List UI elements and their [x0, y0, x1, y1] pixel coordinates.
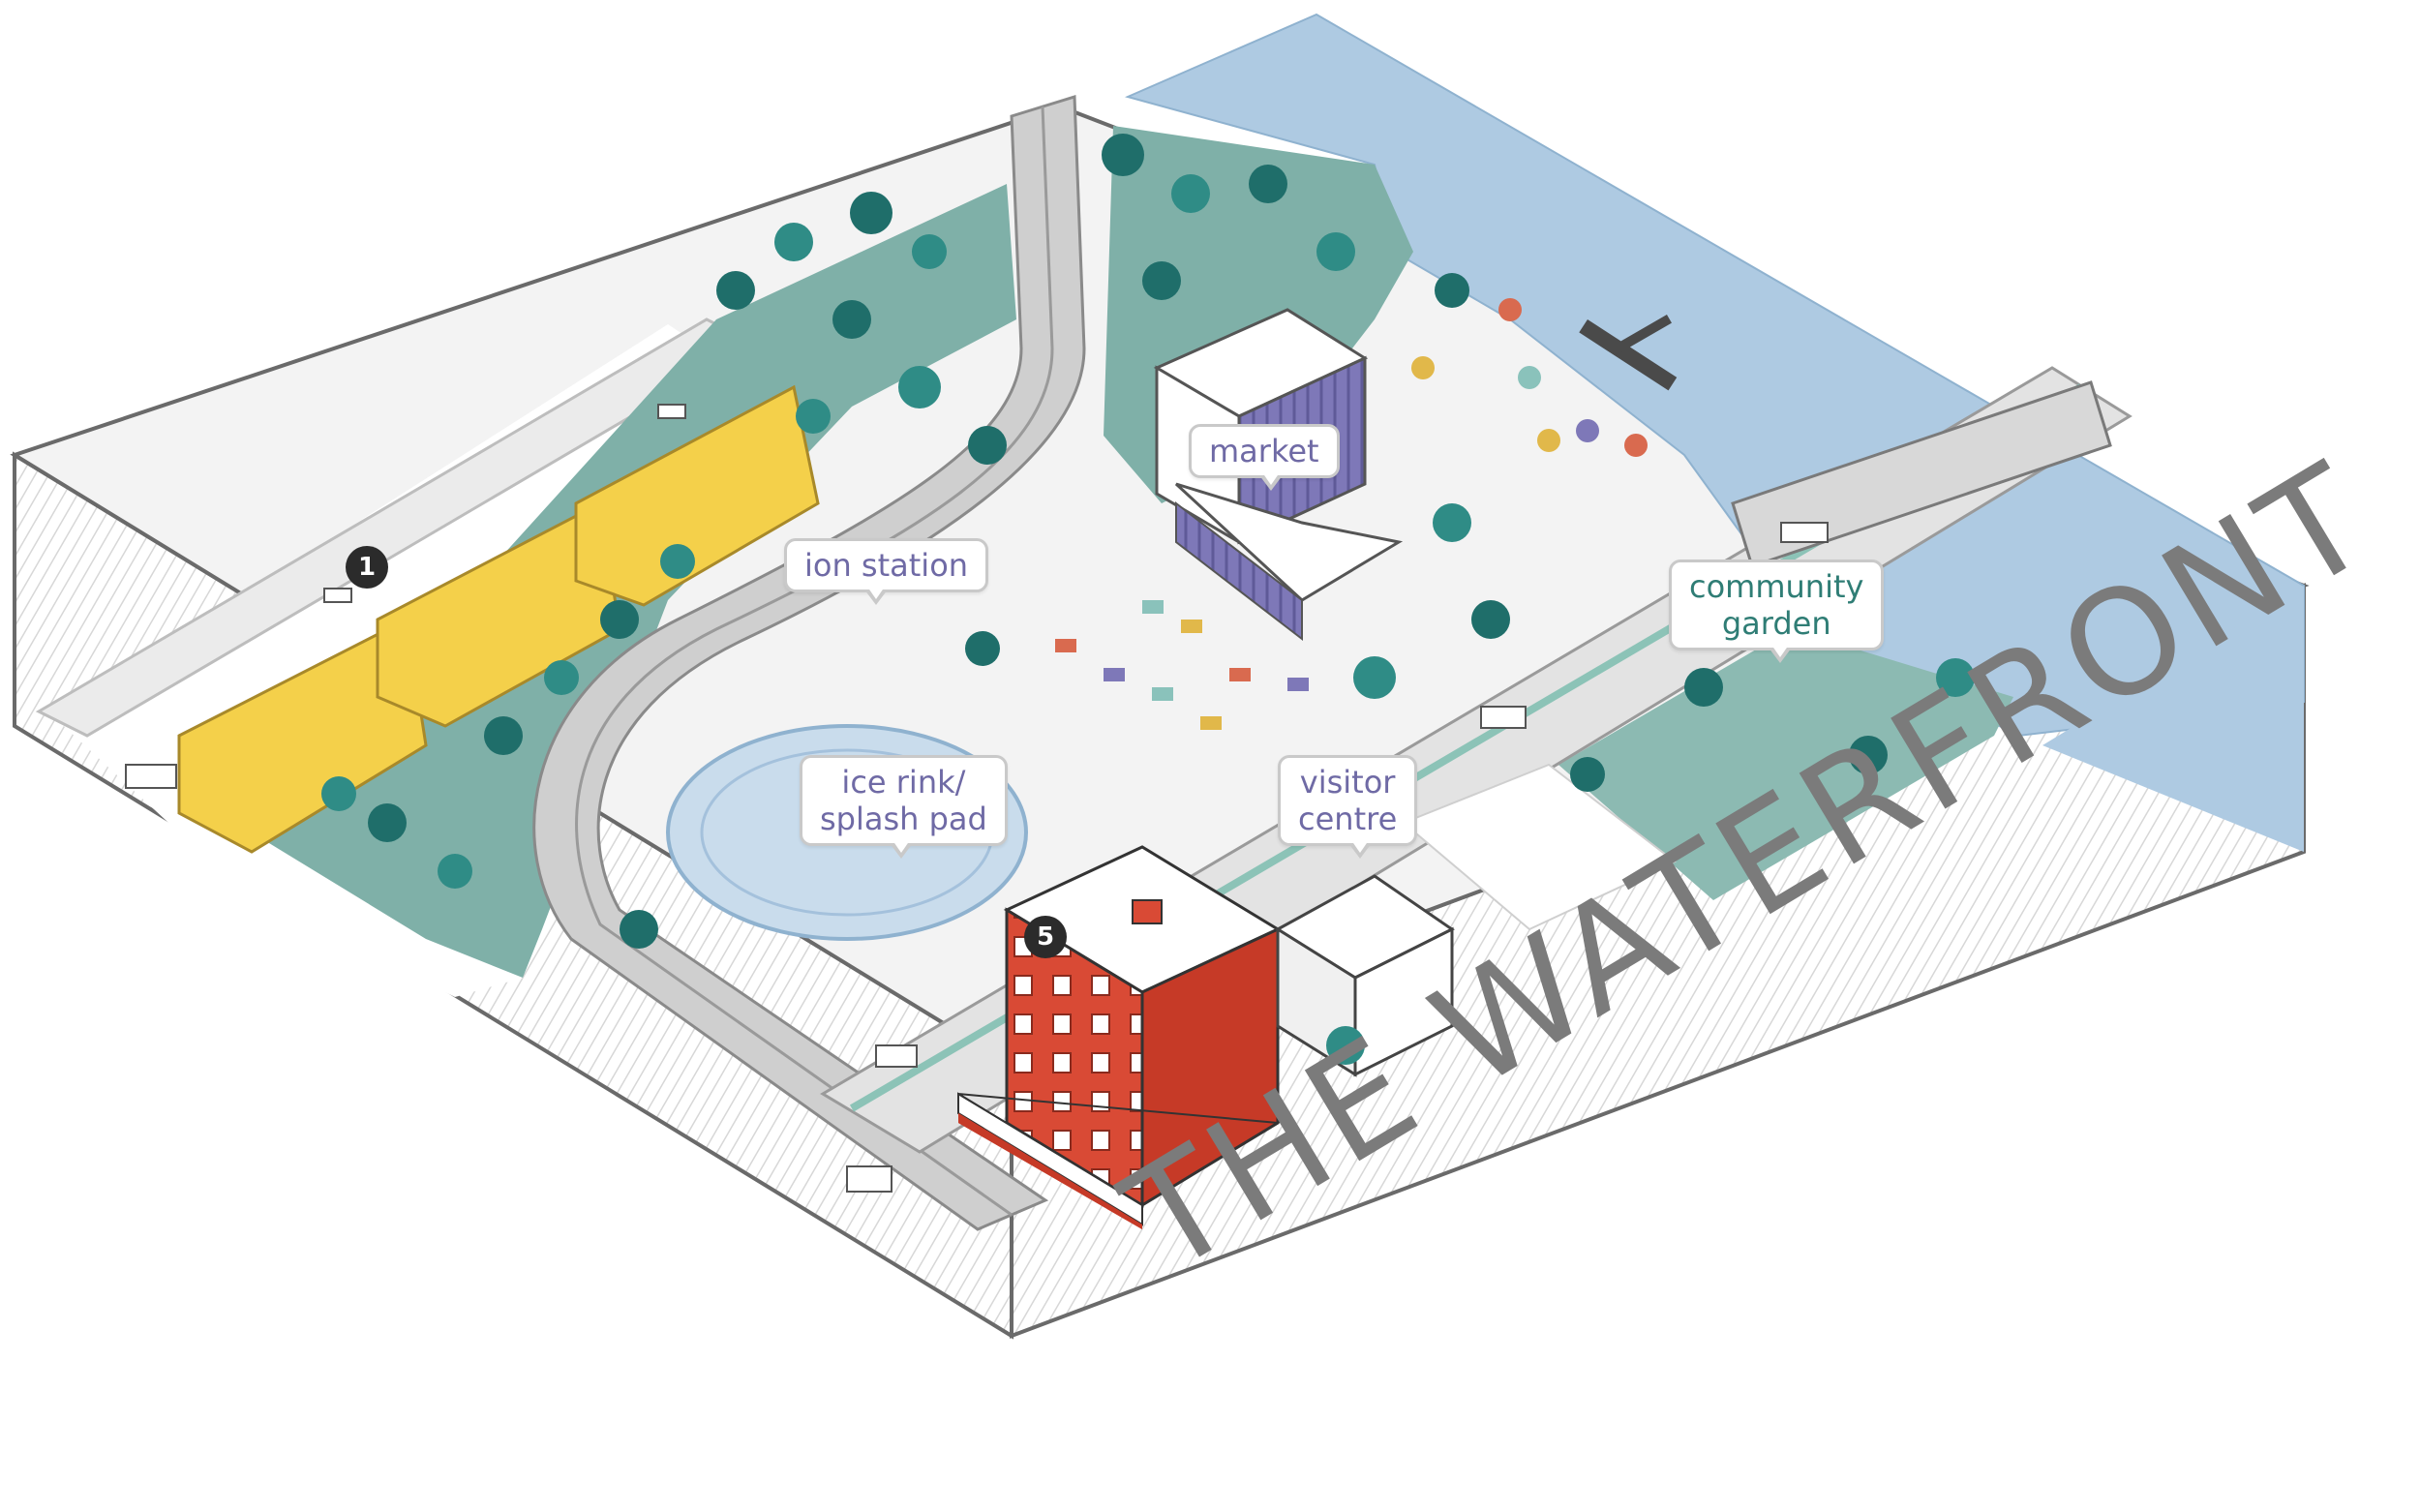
tree-icon	[1936, 658, 1975, 697]
vehicle-icon	[1780, 522, 1829, 543]
ice-rink-label-line1: ice rink/	[841, 764, 966, 801]
ion-station-label: ion station	[804, 547, 969, 584]
vehicle-icon	[875, 1044, 918, 1068]
tree-icon	[1849, 736, 1888, 774]
tree-icon	[1171, 174, 1210, 213]
tree-icon	[774, 223, 813, 261]
tree-icon	[968, 426, 1007, 465]
vehicle-icon	[846, 1165, 892, 1193]
vehicle-icon	[323, 588, 352, 603]
tree-icon	[660, 544, 695, 579]
tree-icon	[850, 192, 892, 234]
vehicle-icon	[125, 764, 177, 789]
umbrella-icon	[1518, 366, 1541, 389]
market-stall-icon	[1287, 678, 1309, 691]
tree-icon	[965, 631, 1000, 666]
umbrella-icon	[1537, 429, 1560, 452]
trees	[321, 134, 1975, 1065]
townhouses	[177, 384, 820, 854]
umbrella-icon	[1411, 356, 1435, 379]
tree-icon	[438, 854, 472, 889]
vehicle-icon	[1480, 706, 1527, 729]
tree-icon	[898, 366, 941, 408]
tree-icon	[1570, 757, 1605, 792]
tree-icon	[1353, 656, 1396, 699]
visitor-centre-callout[interactable]: visitor centre	[1278, 755, 1418, 859]
market-stall-icon	[1229, 668, 1251, 681]
market-stall-icon	[1181, 620, 1202, 633]
tree-icon	[1471, 600, 1510, 639]
tree-icon	[600, 600, 639, 639]
umbrella-icon	[1624, 434, 1648, 457]
ice-rink-label-line2: splash pad	[820, 801, 987, 837]
parking-lot	[1402, 763, 1677, 931]
vehicles	[125, 404, 1829, 1193]
tree-icon	[1326, 1026, 1365, 1065]
ion-station-callout[interactable]: ion station	[784, 538, 989, 605]
tree-icon	[1142, 261, 1181, 300]
residential-tower	[957, 845, 1282, 1229]
market-stall-icon	[1104, 668, 1125, 681]
tree-icon	[1316, 232, 1355, 271]
market-stall-icon	[1142, 600, 1164, 614]
tree-icon	[484, 716, 523, 755]
tree-icon	[368, 803, 407, 842]
river	[1125, 13, 2305, 852]
tree-icon	[796, 399, 831, 434]
tree-icon	[832, 300, 871, 339]
market-stall-icon	[1200, 716, 1222, 730]
tree-icon	[1249, 165, 1287, 203]
tree-icon	[912, 234, 947, 269]
tree-icon	[1435, 273, 1469, 308]
community-garden-label-line1: community	[1689, 568, 1864, 605]
tree-icon	[620, 910, 658, 949]
community-garden-callout[interactable]: community garden	[1669, 559, 1885, 663]
market-stalls	[1055, 600, 1309, 730]
umbrellas	[1411, 298, 1648, 457]
tree-icon	[1102, 134, 1144, 176]
market-callout[interactable]: market	[1189, 424, 1340, 491]
visitor-centre-label-line2: centre	[1298, 801, 1398, 837]
market-stall-icon	[1055, 639, 1076, 652]
ice-rink-callout[interactable]: ice rink/ splash pad	[800, 755, 1008, 859]
tree-icon	[544, 660, 579, 695]
market-label: market	[1209, 433, 1319, 469]
marker-5[interactable]: 5	[1024, 916, 1067, 958]
vehicle-icon	[657, 404, 686, 419]
tree-icon	[1684, 668, 1723, 707]
umbrella-icon	[1576, 419, 1599, 442]
tree-icon	[321, 776, 356, 811]
tree-icon	[1433, 503, 1471, 542]
market-stall-icon	[1152, 687, 1173, 701]
transit-road	[532, 94, 1086, 1231]
marker-1[interactable]: 1	[346, 546, 388, 589]
visitor-centre-label-line1: visitor	[1299, 764, 1396, 801]
umbrella-icon	[1498, 298, 1522, 321]
community-garden-label-line2: garden	[1721, 605, 1831, 642]
tree-icon	[716, 271, 755, 310]
